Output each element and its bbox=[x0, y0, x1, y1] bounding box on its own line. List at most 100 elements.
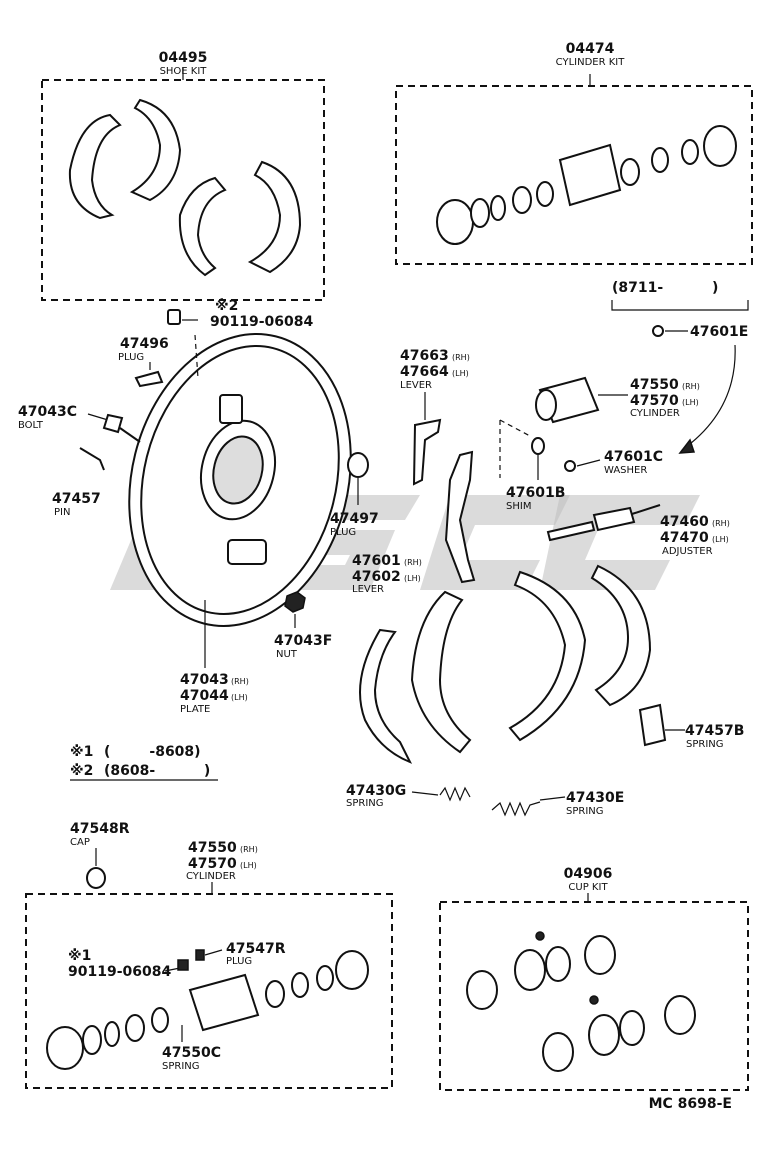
part-47043C-number[interactable]: 47043C bbox=[18, 404, 77, 420]
part-47430G-number[interactable]: 47430G bbox=[346, 783, 406, 799]
cylinder-kit-name: CYLINDER KIT bbox=[556, 57, 626, 68]
part-47601-number-lh[interactable]: 47602 bbox=[352, 569, 401, 585]
footnote-2-text: (8608- ) bbox=[104, 763, 210, 779]
part-47457-name: PIN bbox=[54, 507, 70, 518]
part-47663-number-rh[interactable]: 47663 bbox=[400, 348, 449, 364]
part-47550C-number[interactable]: 47550C bbox=[162, 1045, 221, 1061]
part-47550-right-number-rh[interactable]: 47550 bbox=[630, 377, 679, 393]
cup-kit-box bbox=[439, 901, 749, 1091]
part-90119-bottom-mark: ※1 bbox=[68, 948, 91, 964]
assembly-arrow bbox=[681, 344, 736, 451]
bolt-90119-top: ※2 90119-06084 bbox=[167, 298, 313, 330]
cylinder-group-name: CYLINDER bbox=[186, 871, 236, 882]
part-47043-name: PLATE bbox=[180, 704, 210, 715]
part-47430G-name: SPRING bbox=[346, 798, 384, 809]
part-47043C-name: BOLT bbox=[18, 420, 44, 431]
part-47457: 47457 PIN bbox=[52, 447, 105, 518]
brake-shoe-illustration bbox=[68, 113, 122, 220]
part-47043: 47043 (RH) 47044 (LH) PLATE bbox=[180, 600, 249, 715]
part-47496-number[interactable]: 47496 bbox=[120, 336, 169, 352]
part-47601C-name: WASHER bbox=[604, 465, 647, 476]
shoe-kit-box bbox=[41, 79, 325, 301]
part-47663-rh: (RH) bbox=[452, 353, 470, 362]
brake-shoe-illustration bbox=[247, 160, 302, 274]
part-47663-number-lh[interactable]: 47664 bbox=[400, 364, 449, 380]
part-90119-top-mark: ※2 bbox=[215, 298, 238, 314]
part-47601C-number[interactable]: 47601C bbox=[604, 449, 663, 465]
part-47601-name: LEVER bbox=[352, 584, 384, 595]
part-47043-number-lh[interactable]: 47044 bbox=[180, 688, 229, 704]
part-47496-name: PLUG bbox=[118, 352, 144, 363]
cylinder-group: 47550 (RH) 47570 (LH) CYLINDER ※1 90119-… bbox=[25, 840, 393, 1089]
part-47457B-number[interactable]: 47457B bbox=[685, 723, 744, 739]
date-range-bracket: (8711- ) bbox=[611, 280, 749, 311]
cylinder-kit-group: 04474 CYLINDER KIT bbox=[395, 41, 753, 265]
brake-shoe-illustration bbox=[178, 176, 227, 277]
part-47460-number-rh[interactable]: 47460 bbox=[660, 514, 709, 530]
cylinder-group-lh: (LH) bbox=[240, 861, 257, 870]
part-47043-lh: (LH) bbox=[231, 693, 248, 702]
part-47497-name: PLUG bbox=[330, 527, 356, 538]
part-47663-name: LEVER bbox=[400, 380, 432, 391]
shoe-kit-name: SHOE KIT bbox=[160, 66, 208, 77]
brake-shoe-illustration bbox=[129, 98, 182, 202]
part-47547R-name: PLUG bbox=[226, 956, 252, 967]
part-47460-name: ADJUSTER bbox=[662, 546, 713, 557]
footnote-1-mark: ※1 bbox=[70, 744, 93, 760]
part-47497: 47497 PLUG bbox=[330, 452, 379, 538]
part-47601E-number[interactable]: 47601E bbox=[690, 324, 748, 340]
part-47601B-number[interactable]: 47601B bbox=[506, 485, 565, 501]
part-47601B-name: SHIM bbox=[506, 501, 531, 512]
cup-kit-name: CUP KIT bbox=[568, 882, 608, 893]
cylinder-kit-illustration bbox=[436, 125, 737, 245]
part-47497-number[interactable]: 47497 bbox=[330, 511, 379, 527]
part-47550-right-name: CYLINDER bbox=[630, 408, 680, 419]
brake-shoes-assembly bbox=[359, 564, 652, 764]
part-47457-number[interactable]: 47457 bbox=[52, 491, 101, 507]
part-47663: 47663 (RH) 47664 (LH) LEVER bbox=[400, 348, 470, 486]
cup-kit-number[interactable]: 04906 bbox=[564, 866, 613, 882]
part-90119-bottom-number[interactable]: 90119-06084 bbox=[68, 964, 171, 980]
cylinder-kit-box bbox=[395, 85, 753, 265]
cylinder-group-number-rh[interactable]: 47550 bbox=[188, 840, 237, 856]
footnotes: ※1 ( -8608) ※2 (8608- ) bbox=[70, 744, 218, 781]
part-47550C-name: SPRING bbox=[162, 1061, 200, 1072]
date-range-close: ) bbox=[712, 280, 718, 296]
part-47430G: 47430G SPRING bbox=[346, 783, 471, 809]
cup-kit-group: 04906 CUP KIT bbox=[439, 866, 749, 1091]
part-47601E: 47601E bbox=[652, 324, 748, 340]
part-47430E-number[interactable]: 47430E bbox=[566, 790, 624, 806]
wheel-cylinder-illustration bbox=[46, 949, 369, 1070]
part-47550-right-number-lh[interactable]: 47570 bbox=[630, 393, 679, 409]
part-47043F-name: NUT bbox=[276, 649, 298, 660]
part-47548R: 47548R CAP bbox=[70, 821, 130, 889]
part-47496: 47496 PLUG bbox=[118, 336, 169, 388]
part-47430E: 47430E SPRING bbox=[491, 790, 624, 817]
part-47457B: 47457B SPRING bbox=[638, 703, 744, 750]
part-47601: 47601 (RH) 47602 (LH) LEVER bbox=[352, 450, 476, 595]
part-47548R-number[interactable]: 47548R bbox=[70, 821, 130, 837]
date-range-open: (8711- bbox=[612, 280, 663, 296]
part-47460-number-lh[interactable]: 47470 bbox=[660, 530, 709, 546]
shoe-kit-number[interactable]: 04495 bbox=[159, 50, 208, 66]
part-47460-rh: (RH) bbox=[712, 519, 730, 528]
cylinder-group-rh: (RH) bbox=[240, 845, 258, 854]
part-47601-rh: (RH) bbox=[404, 558, 422, 567]
part-47601C: 47601C WASHER bbox=[564, 449, 663, 476]
part-47547R-number[interactable]: 47547R bbox=[226, 941, 286, 957]
part-47460-lh: (LH) bbox=[712, 535, 729, 544]
cylinder-group-number-lh[interactable]: 47570 bbox=[188, 856, 237, 872]
cylinder-kit-number[interactable]: 04474 bbox=[566, 41, 615, 57]
part-47601-lh: (LH) bbox=[404, 574, 421, 583]
backing-plate-illustration bbox=[128, 333, 352, 627]
shoe-kit-group: 04495 SHOE KIT bbox=[41, 50, 325, 301]
cup-kit-illustration bbox=[466, 931, 696, 1072]
cylinder-group-box bbox=[25, 893, 393, 1089]
part-47550-right-lh: (LH) bbox=[682, 398, 699, 407]
part-47043F-number[interactable]: 47043F bbox=[274, 633, 332, 649]
part-47043-number-rh[interactable]: 47043 bbox=[180, 672, 229, 688]
part-90119-top-number[interactable]: 90119-06084 bbox=[210, 314, 313, 330]
part-47601-number-rh[interactable]: 47601 bbox=[352, 553, 401, 569]
diagram-code: MC 8698-E bbox=[649, 1096, 732, 1112]
